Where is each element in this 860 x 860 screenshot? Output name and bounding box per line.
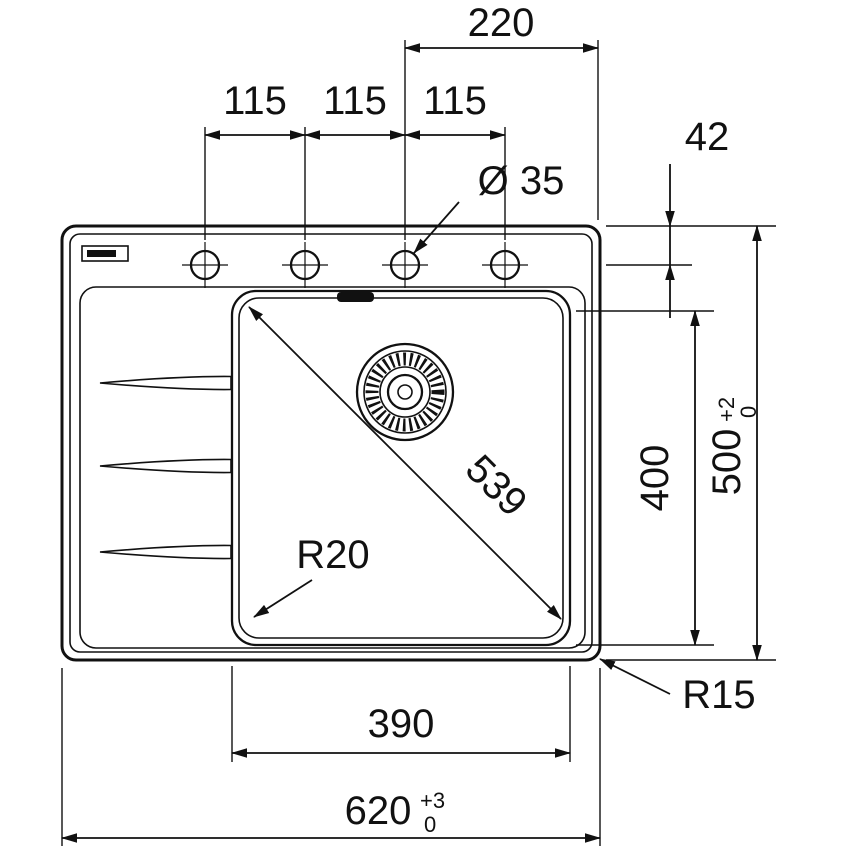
drain-knurl-ring — [365, 352, 445, 432]
drainboard-groove — [99, 544, 232, 560]
tap-hole-circle — [389, 249, 421, 281]
logo-plate-mark — [87, 250, 116, 257]
sink-outer-edge — [60, 224, 602, 662]
dim-overall-depth: 500 +2 0 — [606, 225, 776, 661]
leader-line — [413, 201, 460, 254]
dim-label: 220 — [468, 1, 535, 45]
drain-assembly — [355, 342, 455, 442]
dimensions: 220 115 115 115 Ø 35 42 — [61, 1, 776, 846]
drainboard-groove — [99, 375, 232, 391]
dim-label: Ø 35 — [478, 159, 565, 203]
dim-line — [248, 306, 562, 620]
dim-hole-pitch-chain: 115 115 115 — [204, 79, 506, 240]
sink-work-area — [79, 286, 586, 649]
dim-top-span: 220 — [404, 1, 599, 240]
tap-holes — [182, 242, 528, 288]
dim-bowl-width: 390 — [231, 666, 571, 762]
leader-line — [253, 579, 313, 618]
dim-label: 500 — [705, 429, 749, 496]
dim-overall-width: 620 +3 0 — [61, 668, 601, 846]
overflow-notch — [337, 292, 374, 302]
bowl-outer-edge — [230, 289, 572, 647]
tap-hole-circle — [489, 249, 521, 281]
tap-hole — [182, 242, 228, 288]
dim-hole-diameter: Ø 35 — [413, 159, 565, 254]
dim-label: 539 — [457, 447, 535, 525]
dim-tolerance-lower: 0 — [424, 812, 436, 837]
dim-label: R20 — [296, 533, 369, 577]
dim-outer-corner-radius: R15 — [599, 658, 756, 717]
dim-tolerance-upper: +3 — [420, 788, 445, 813]
main-bowl — [230, 289, 572, 647]
tap-hole — [482, 242, 528, 288]
tap-hole — [282, 242, 328, 288]
dim-label: 42 — [685, 115, 730, 159]
dim-tolerance-upper: +2 — [714, 397, 739, 422]
logo-plate — [81, 245, 129, 262]
tap-hole — [382, 242, 428, 288]
dim-label: 620 — [345, 789, 412, 833]
leader-line — [599, 658, 671, 695]
drainboard-groove — [99, 458, 232, 474]
dim-edge-to-holes: 42 — [606, 115, 729, 318]
dim-label: 115 — [223, 79, 287, 123]
tap-hole-circle — [289, 249, 321, 281]
dim-label: 115 — [423, 79, 487, 123]
drainboard — [99, 375, 232, 560]
dim-label: R15 — [682, 673, 755, 717]
dim-label: 115 — [323, 79, 387, 123]
dim-bowl-corner-radius: R20 — [253, 533, 370, 618]
sink-plan — [60, 224, 602, 662]
bowl-inner-edge — [238, 297, 564, 639]
dim-bowl-depth: 400 — [576, 310, 714, 646]
dim-tolerance-lower: 0 — [736, 406, 761, 418]
dim-label: 390 — [368, 702, 435, 746]
dim-label: 400 — [633, 445, 677, 512]
drain-basket-ring — [386, 373, 424, 411]
logo-plate-frame — [81, 245, 129, 262]
sink-rim-line — [69, 233, 593, 653]
drain-center — [397, 384, 413, 400]
tap-hole-circle — [189, 249, 221, 281]
